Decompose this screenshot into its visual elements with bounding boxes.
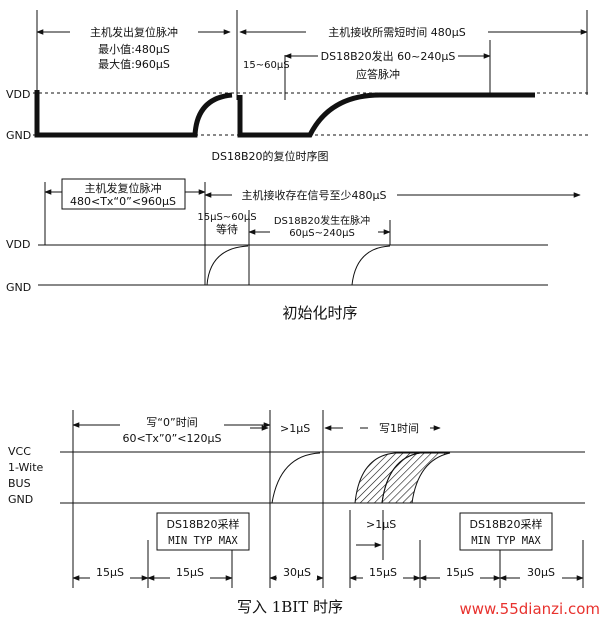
label-bg <box>368 420 430 436</box>
reset-caption: DS18B20的复位时序图 <box>212 149 329 163</box>
presence-label-2: 60μS~240μS <box>289 228 355 239</box>
presence-label: DS18B20发出 60~240μS <box>321 49 456 63</box>
presence-curve <box>351 245 391 286</box>
write-caption: 写入 1BIT 时序 <box>237 598 343 616</box>
label-bg <box>318 48 458 64</box>
init-caption: 初始化时序 <box>282 304 357 322</box>
watermark: www.55dianzi.com <box>459 600 600 618</box>
rise-curve <box>206 245 249 286</box>
gt1-label: >1μS <box>280 422 310 435</box>
presence-label: DS18B20发生在脉冲 <box>274 214 370 227</box>
bus-label: BUS <box>8 477 31 490</box>
dim-15us: 15μS <box>96 566 124 579</box>
init-timing-diagram: 主机发复位脉冲 480<Tx“0”<960μS 主机接收存在信号至少480μS … <box>6 178 581 322</box>
sample-box-1 <box>156 512 250 551</box>
label-bg <box>170 565 210 579</box>
reset-pulse-label: 主机发出复位脉冲 <box>90 25 178 39</box>
receive-label: 主机接收存在信号至少480μS <box>242 188 387 202</box>
label-bg <box>90 565 130 579</box>
dim-30us: 30μS <box>527 566 555 579</box>
write0-range-label: 60<Tx”0”<120μS <box>122 432 221 445</box>
reset-waveform <box>34 90 535 138</box>
write-timing-diagram: 写“0”时间 60<Tx”0”<120μS >1μS 写1时间 VCC 1-Wi… <box>8 410 585 616</box>
label-bg <box>440 565 480 579</box>
gnd-label: GND <box>8 493 33 506</box>
dim-15us: 15μS <box>369 566 397 579</box>
vdd-label: VDD <box>6 88 30 101</box>
sample-range-2: MIN TYP MAX <box>471 535 541 547</box>
reset-pulse-label: 主机发复位脉冲 <box>85 181 162 195</box>
write1-label: 写1时间 <box>379 422 419 435</box>
write1-hatched-rise-2 <box>381 452 451 504</box>
label-bg <box>520 565 562 579</box>
label-bg <box>363 565 403 579</box>
dim-30us: 30μS <box>283 566 311 579</box>
vdd-label: VDD <box>6 238 30 251</box>
reset-max-label: 最大值:960μS <box>98 57 170 71</box>
dim-15us: 15μS <box>176 566 204 579</box>
vcc-label: VCC <box>8 445 31 458</box>
gt1b-label: >1μS <box>366 518 396 531</box>
sample-range-1: MIN TYP MAX <box>168 535 238 547</box>
label-bg <box>120 414 224 430</box>
wire-label: 1-Wite <box>8 461 44 474</box>
reset-pulse-box <box>61 178 186 210</box>
write0-rise-curve <box>271 452 321 504</box>
gnd-label: GND <box>6 129 31 142</box>
gnd-label: GND <box>6 281 31 294</box>
label-bg <box>306 22 488 42</box>
label-bg <box>277 565 317 579</box>
label-bg <box>270 214 378 238</box>
write0-label: 写“0”时间 <box>146 416 197 429</box>
reset-timing-diagram: 主机发出复位脉冲 最小值:480μS 最大值:960μS 主机接收所需短时间 4… <box>6 10 590 163</box>
wait-label-2: 等待 <box>216 222 238 236</box>
label-bg <box>70 22 198 42</box>
receive-label: 主机接收所需短时间 480μS <box>328 25 465 39</box>
sample-box-2 <box>459 512 553 551</box>
dim-15us: 15μS <box>446 566 474 579</box>
wait-label: 15μS~60μS <box>197 212 256 223</box>
presence-label-2: 应答脉冲 <box>356 67 400 81</box>
reset-range-label: 480<Tx“0”<960μS <box>70 195 176 208</box>
sample-label-2: DS18B20采样 <box>470 517 543 531</box>
sample-label-1: DS18B20采样 <box>167 517 240 531</box>
label-bg <box>232 187 397 203</box>
reset-min-label: 最小值:480μS <box>98 43 170 56</box>
wait-label: 15~60μS <box>243 60 290 71</box>
